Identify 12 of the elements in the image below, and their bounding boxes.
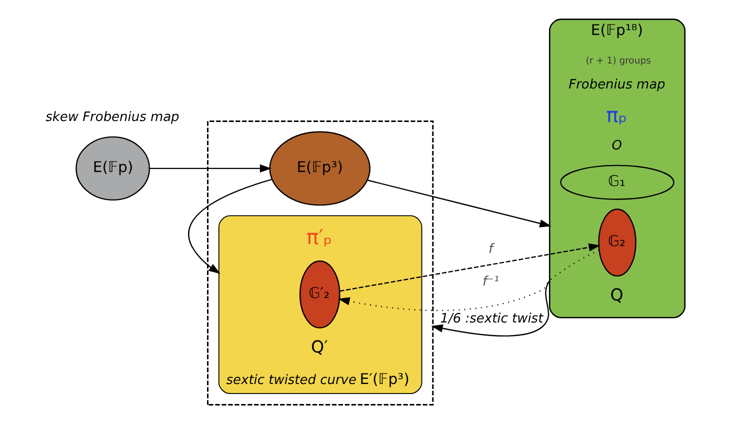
label: Frobenius map bbox=[568, 78, 666, 93]
edge-label: f bbox=[488, 242, 494, 257]
node-label: Q′ bbox=[311, 337, 328, 356]
label: O bbox=[612, 138, 622, 154]
label: skew Frobenius map bbox=[46, 110, 180, 125]
node-label: sextic twisted curve bbox=[226, 373, 356, 388]
node-label: Q bbox=[610, 285, 624, 304]
edge-label: 1/6 :sextic twist bbox=[440, 311, 544, 326]
edge-label: f⁻¹ bbox=[482, 274, 500, 290]
label: π′ₚ bbox=[306, 225, 332, 250]
label: (r + 1) groups bbox=[586, 55, 651, 66]
label: πₚ bbox=[606, 102, 628, 127]
